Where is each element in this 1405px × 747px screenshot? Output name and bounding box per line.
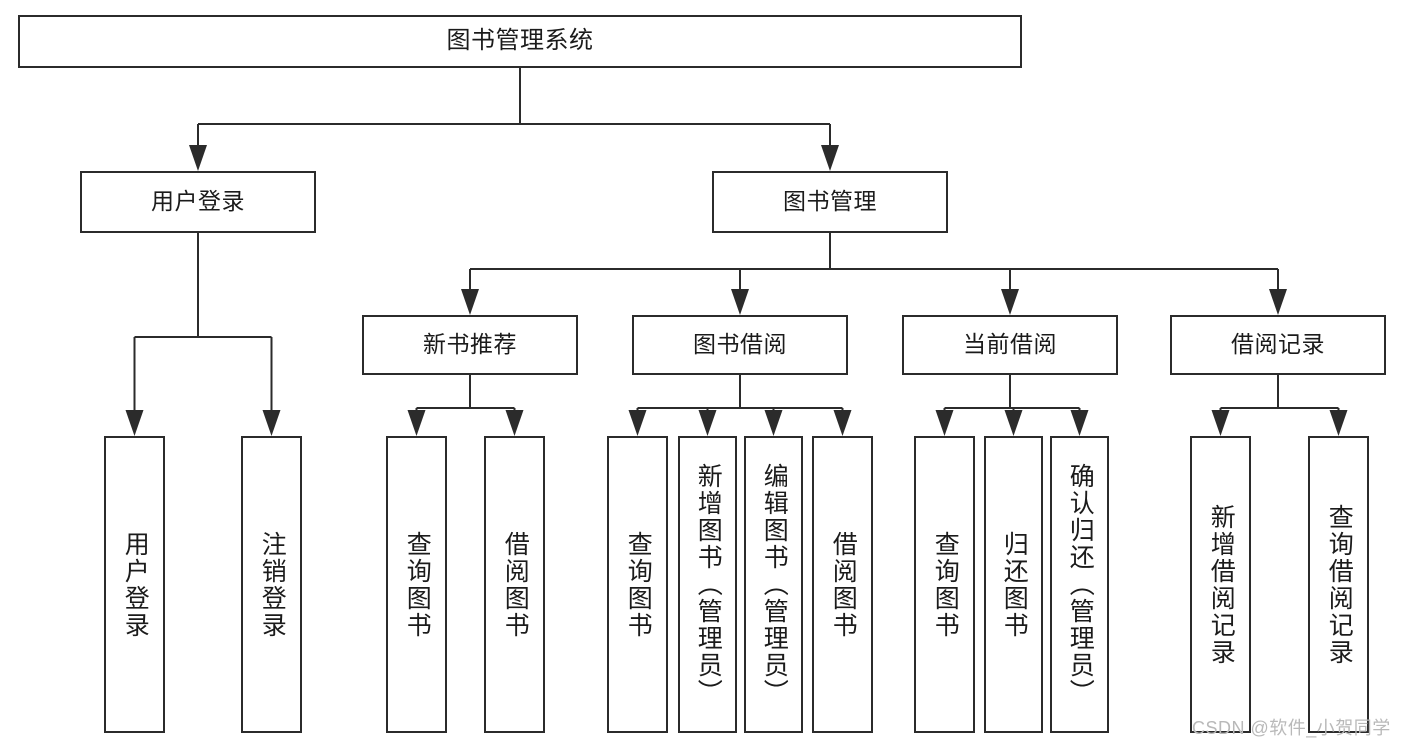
node-label: 借阅图书 bbox=[829, 530, 858, 639]
node-book-borrow[interactable]: 图书借阅 bbox=[632, 315, 848, 375]
connector-arrowhead bbox=[764, 410, 783, 436]
connector-arrowhead bbox=[698, 410, 717, 436]
csdn-watermark: CSDN @软件_小贺同学 bbox=[1192, 718, 1391, 738]
node-label: 新书推荐 bbox=[423, 331, 517, 358]
connector-arrowhead bbox=[407, 410, 426, 436]
node-label: 编辑图书（管理员） bbox=[760, 463, 789, 706]
connector-arrowhead bbox=[1329, 410, 1348, 436]
connector-arrowhead bbox=[821, 145, 839, 171]
node-label: 图书借阅 bbox=[693, 331, 787, 358]
connector-arrowhead bbox=[935, 410, 954, 436]
node-label: 确认归还（管理员） bbox=[1066, 463, 1095, 706]
connector-arrowhead bbox=[461, 289, 479, 315]
node-label: 查询图书 bbox=[624, 530, 653, 639]
node-leaf-add-book[interactable]: 新增图书（管理员） bbox=[678, 436, 737, 733]
node-leaf-add-record[interactable]: 新增借阅记录 bbox=[1190, 436, 1251, 733]
connector-arrowhead bbox=[1269, 289, 1287, 315]
node-label: 新增借阅记录 bbox=[1207, 503, 1236, 666]
node-label: 图书管理系统 bbox=[446, 27, 594, 55]
node-leaf-query-record[interactable]: 查询借阅记录 bbox=[1308, 436, 1369, 733]
node-leaf-query-book-current[interactable]: 查询图书 bbox=[914, 436, 975, 733]
node-book-manage[interactable]: 图书管理 bbox=[712, 171, 948, 233]
node-label: 新增图书（管理员） bbox=[694, 463, 723, 706]
connector-arrowhead bbox=[125, 410, 144, 436]
node-label: 归还图书 bbox=[1000, 530, 1029, 639]
node-leaf-logout[interactable]: 注销登录 bbox=[241, 436, 302, 733]
connector-arrowhead bbox=[189, 145, 207, 171]
connector-arrowhead bbox=[731, 289, 749, 315]
node-root[interactable]: 图书管理系统 bbox=[18, 15, 1022, 68]
node-label: 当前借阅 bbox=[963, 331, 1057, 358]
node-leaf-edit-book[interactable]: 编辑图书（管理员） bbox=[744, 436, 803, 733]
connector-arrowhead bbox=[262, 410, 281, 436]
node-leaf-return-book[interactable]: 归还图书 bbox=[984, 436, 1043, 733]
connector-arrowhead bbox=[1070, 410, 1089, 436]
connector-arrowhead bbox=[833, 410, 852, 436]
node-new-book-rec[interactable]: 新书推荐 bbox=[362, 315, 578, 375]
node-label: 图书管理 bbox=[783, 188, 877, 215]
node-leaf-user-login[interactable]: 用户登录 bbox=[104, 436, 165, 733]
node-leaf-query-book-borrow[interactable]: 查询图书 bbox=[607, 436, 668, 733]
node-leaf-borrow-book[interactable]: 借阅图书 bbox=[812, 436, 873, 733]
node-label: 借阅记录 bbox=[1231, 331, 1325, 358]
node-leaf-borrow-book-rec[interactable]: 借阅图书 bbox=[484, 436, 545, 733]
connector-arrowhead bbox=[505, 410, 524, 436]
node-label: 查询借阅记录 bbox=[1325, 503, 1354, 666]
connector-arrowhead bbox=[1001, 289, 1019, 315]
node-borrow-record[interactable]: 借阅记录 bbox=[1170, 315, 1386, 375]
connector-arrowhead bbox=[1211, 410, 1230, 436]
node-label: 借阅图书 bbox=[501, 530, 530, 639]
node-label: 查询图书 bbox=[403, 530, 432, 639]
node-label: 注销登录 bbox=[258, 530, 287, 639]
connector-arrowhead bbox=[1004, 410, 1023, 436]
connector-arrowhead bbox=[628, 410, 647, 436]
node-label: 用户登录 bbox=[151, 188, 245, 215]
node-leaf-confirm-return[interactable]: 确认归还（管理员） bbox=[1050, 436, 1109, 733]
node-label: 用户登录 bbox=[121, 530, 150, 639]
node-leaf-query-book-rec[interactable]: 查询图书 bbox=[386, 436, 447, 733]
node-current-borrow[interactable]: 当前借阅 bbox=[902, 315, 1118, 375]
node-user-login[interactable]: 用户登录 bbox=[80, 171, 316, 233]
node-label: 查询图书 bbox=[931, 530, 960, 639]
